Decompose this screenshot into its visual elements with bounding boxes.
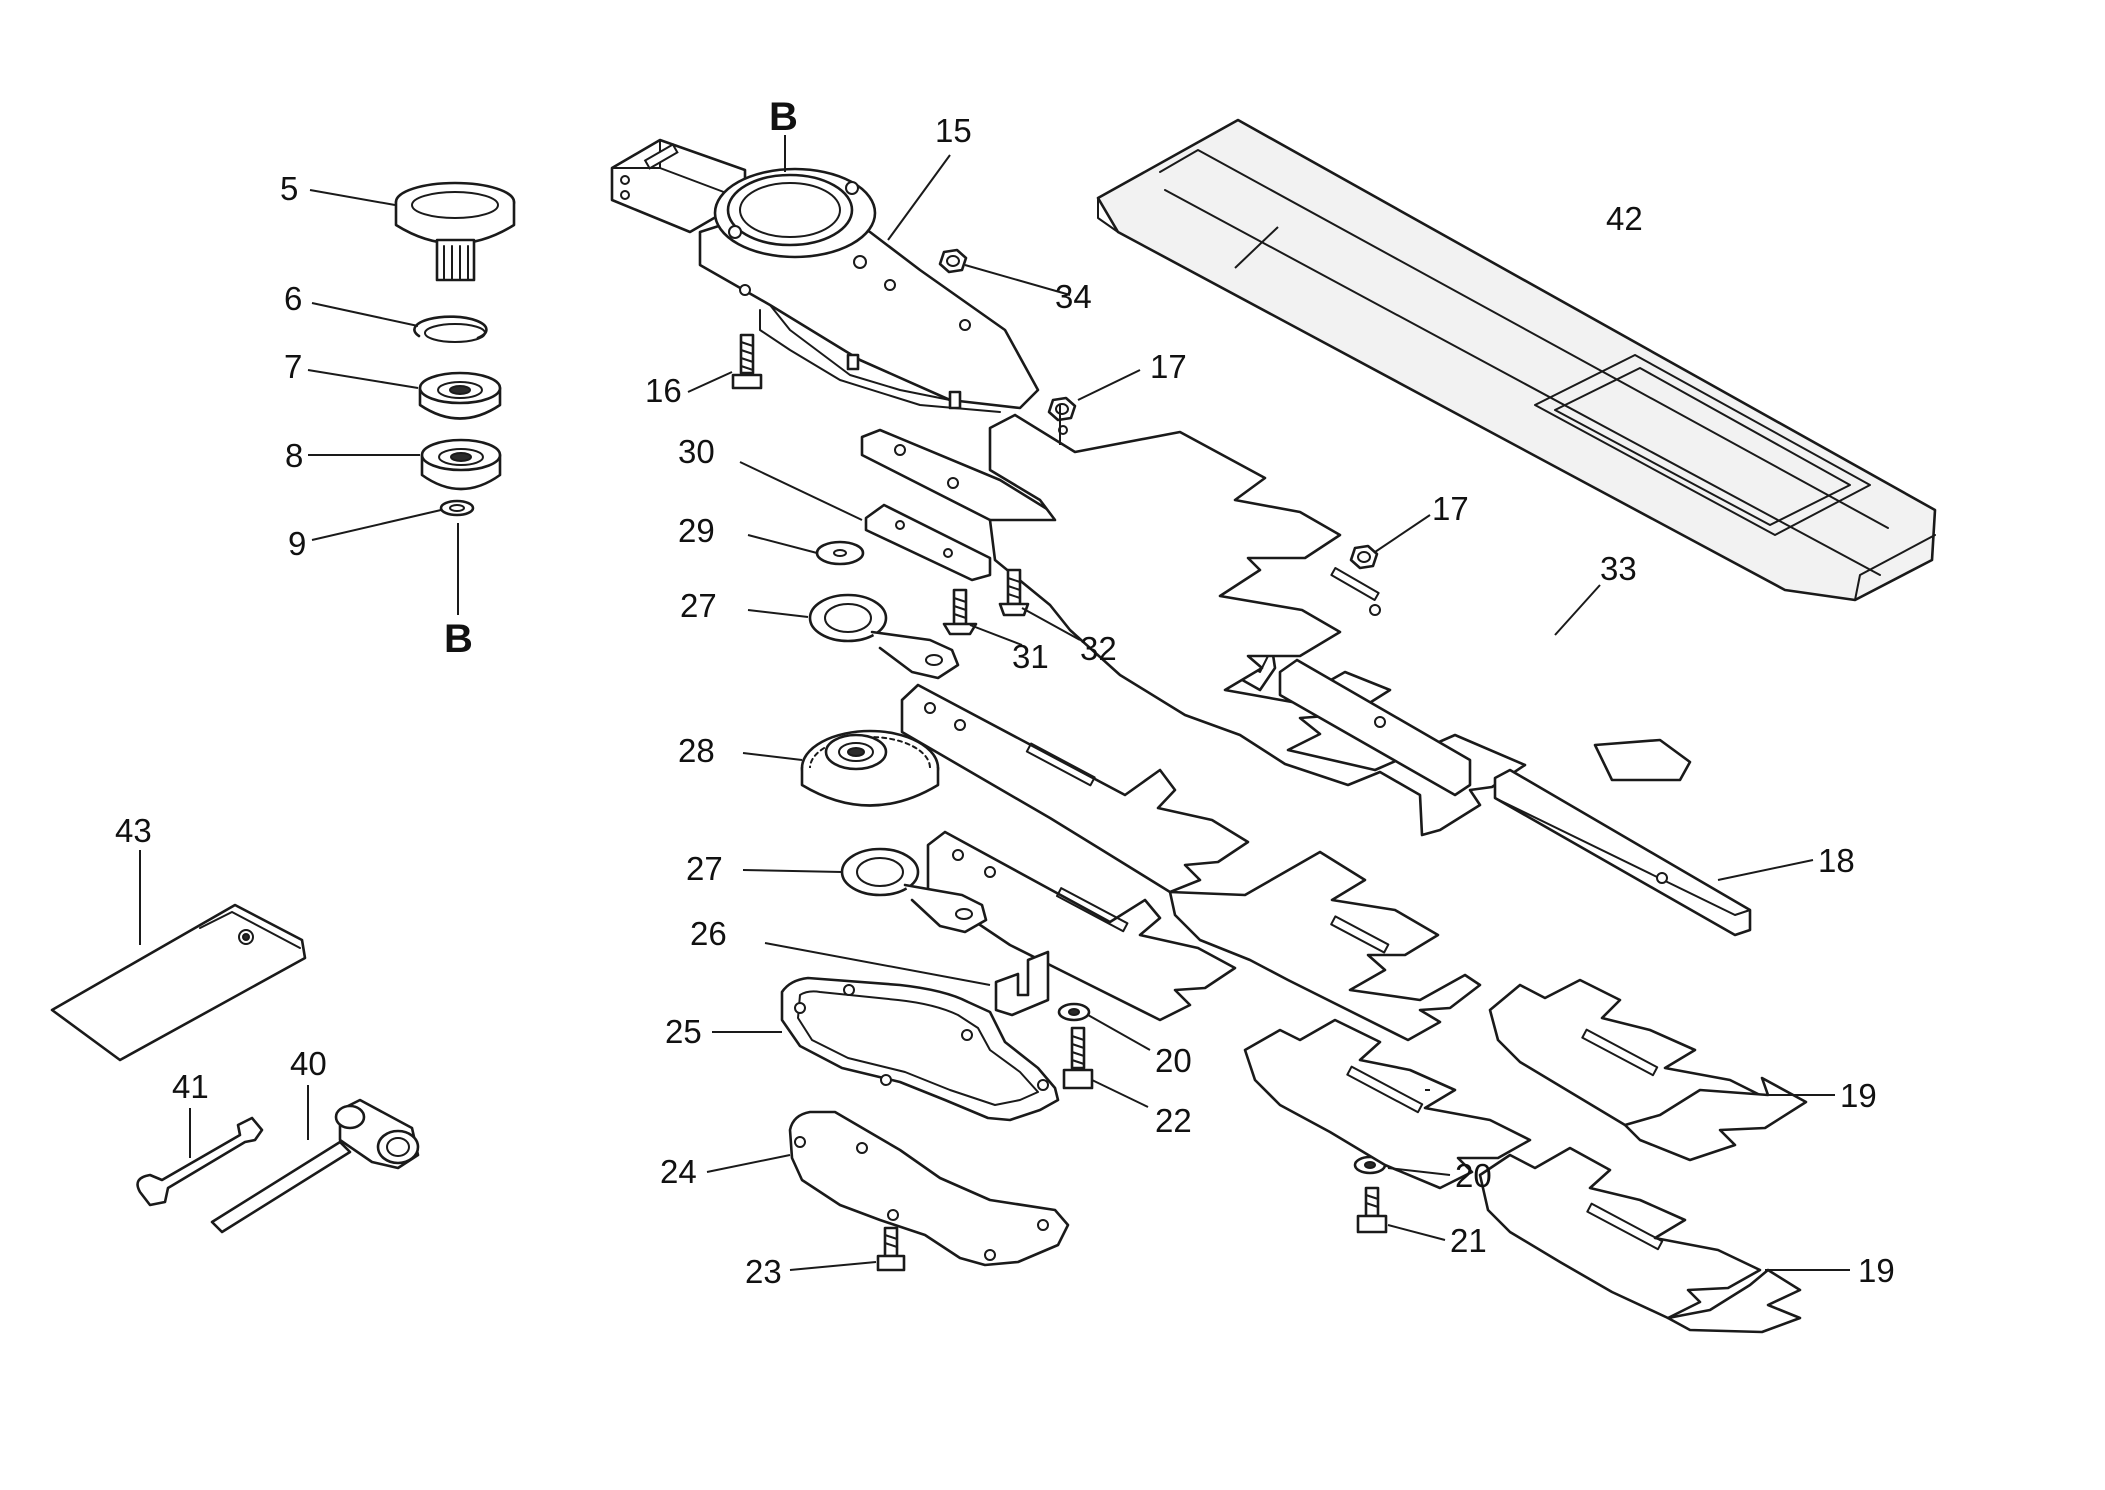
part-27-connecting-rod-upper (808, 593, 960, 680)
callout-40: 40 (290, 1045, 327, 1082)
callout-6: 6 (284, 280, 302, 317)
callout-24: 24 (660, 1153, 697, 1190)
callout-27-upper: 27 (680, 587, 717, 624)
callout-28: 28 (678, 732, 715, 769)
callout-9: 9 (288, 525, 306, 562)
part-27-connecting-rod-lower (840, 847, 988, 934)
callout-22: 22 (1155, 1102, 1192, 1139)
part-21-bolt (1356, 1186, 1388, 1234)
callout-7: 7 (284, 348, 302, 385)
part-16-bolt (731, 333, 763, 390)
part-32-screw (998, 568, 1030, 617)
callout-19-upper: 19 (1840, 1077, 1877, 1114)
part-43-blade-cover-sheath (50, 903, 307, 1062)
callout-b-top: B (769, 95, 798, 139)
callout-31: 31 (1012, 638, 1049, 675)
part-31-screw (942, 588, 978, 636)
part-18-spacer-bar (1493, 768, 1752, 937)
part-33-mid-strip (1278, 658, 1472, 797)
callout-labels: 5 6 7 8 9 B B 15 16 34 17 17 42 33 30 29… (115, 95, 1895, 1290)
callout-29: 29 (678, 512, 715, 549)
part-24-cover-plate (788, 1110, 1070, 1267)
part-15-gear-case (610, 138, 1040, 413)
part-19-cutter-blade-lower (1478, 1146, 1802, 1334)
part-41-wrench (136, 1116, 264, 1207)
part-34-nut (938, 248, 968, 274)
callout-20-lower: 20 (1455, 1157, 1492, 1194)
callout-19-lower: 19 (1858, 1252, 1895, 1289)
callout-8: 8 (285, 437, 303, 474)
callout-27-lower: 27 (686, 850, 723, 887)
part-5-pinion-cup (394, 181, 516, 282)
callout-18: 18 (1818, 842, 1855, 879)
callout-26: 26 (690, 915, 727, 952)
callout-5: 5 (280, 170, 298, 207)
callout-17-upper: 17 (1150, 348, 1187, 385)
part-33-upper-blade (988, 413, 1692, 837)
part-lower-blade-bar (900, 683, 1482, 1042)
part-17-nut-lower (1349, 544, 1379, 570)
callout-30: 30 (678, 433, 715, 470)
part-23-bolt (876, 1226, 906, 1272)
callout-15: 15 (935, 112, 972, 149)
part-29-washer (815, 540, 865, 566)
callout-25: 25 (665, 1013, 702, 1050)
callout-21: 21 (1450, 1222, 1487, 1259)
part-42-blade-cover (1096, 118, 1937, 602)
part-28-crank-gear (800, 729, 940, 807)
callout-42: 42 (1606, 200, 1643, 237)
part-19-cutter-blade-upper (1243, 978, 1808, 1190)
callout-b-bottom: B (444, 617, 473, 661)
part-25-gasket (780, 976, 1060, 1122)
part-26-clip (994, 950, 1050, 1017)
leader-lines (139, 135, 1850, 1271)
part-6-snap-ring (413, 315, 488, 343)
callout-16: 16 (645, 372, 682, 409)
part-20-washer-upper (1057, 1002, 1091, 1022)
callout-34: 34 (1055, 278, 1092, 315)
part-7-bearing (418, 371, 502, 420)
part-8-bearing (420, 438, 502, 491)
callout-17-lower: 17 (1432, 490, 1469, 527)
part-17-nut-upper (1047, 396, 1077, 422)
callout-43: 43 (115, 812, 152, 849)
part-29-plate (864, 503, 992, 582)
callout-20-upper: 20 (1155, 1042, 1192, 1079)
part-9-circlip (439, 499, 475, 517)
callout-33: 33 (1600, 550, 1637, 587)
part-40-socket-wrench (210, 1098, 420, 1234)
callout-41: 41 (172, 1068, 209, 1105)
part-22-bolt (1062, 1026, 1094, 1090)
callout-32: 32 (1080, 630, 1117, 667)
callout-23: 23 (745, 1253, 782, 1290)
